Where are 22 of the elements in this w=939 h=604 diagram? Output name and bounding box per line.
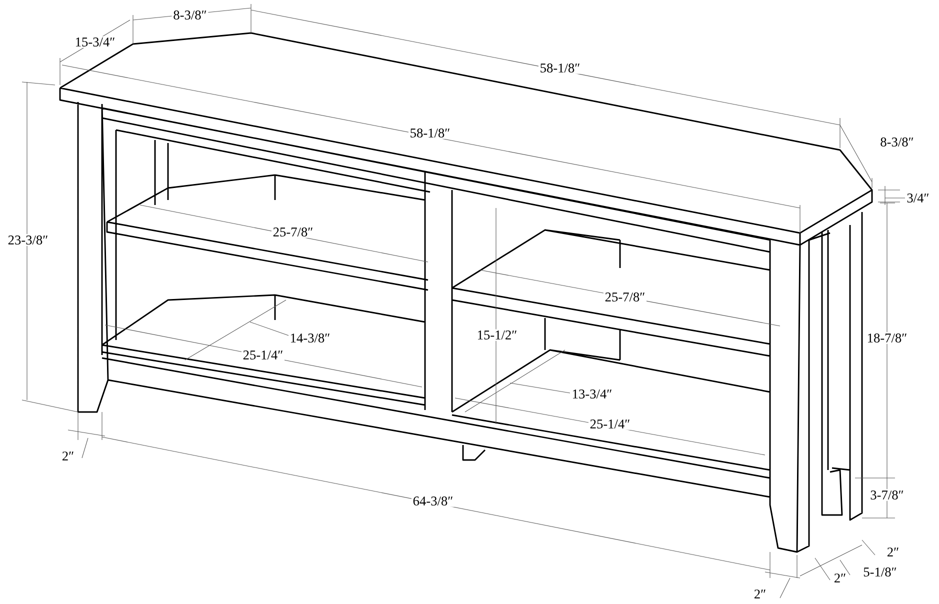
dimension-label: 58-1/8″ [408, 127, 452, 139]
dimension-label: 2″ [886, 546, 900, 558]
dimension-label: 8-3/8″ [172, 9, 208, 21]
dimension-label: 23-3/8″ [6, 234, 50, 246]
dimension-label: 8-3/8″ [878, 136, 916, 148]
dimension-label: 25-1/4″ [588, 418, 632, 430]
dimension-label: 3-7/8″ [868, 489, 906, 501]
dimension-label: 25-1/4″ [241, 349, 285, 361]
dimension-label: 15-1/2″ [476, 329, 519, 341]
dimension-label: 3/4″ [905, 192, 931, 204]
dimension-label: 5-1/8″ [862, 566, 898, 578]
dimension-label: 58-1/8″ [538, 62, 582, 74]
dimension-label: 2″ [832, 572, 848, 584]
dimension-label: 13-3/4″ [570, 388, 614, 400]
dimension-label: 64-3/8″ [412, 495, 455, 507]
dimension-label: 25-7/8″ [604, 291, 647, 303]
dimension-label: 15-3/4″ [73, 36, 117, 48]
dimension-label: 14-3/8″ [288, 332, 332, 344]
dimension-label: 25-7/8″ [272, 226, 315, 238]
dimension-label: 2″ [60, 450, 76, 462]
dimension-label: 2″ [752, 588, 768, 600]
dimension-label: 18-7/8″ [866, 332, 909, 344]
